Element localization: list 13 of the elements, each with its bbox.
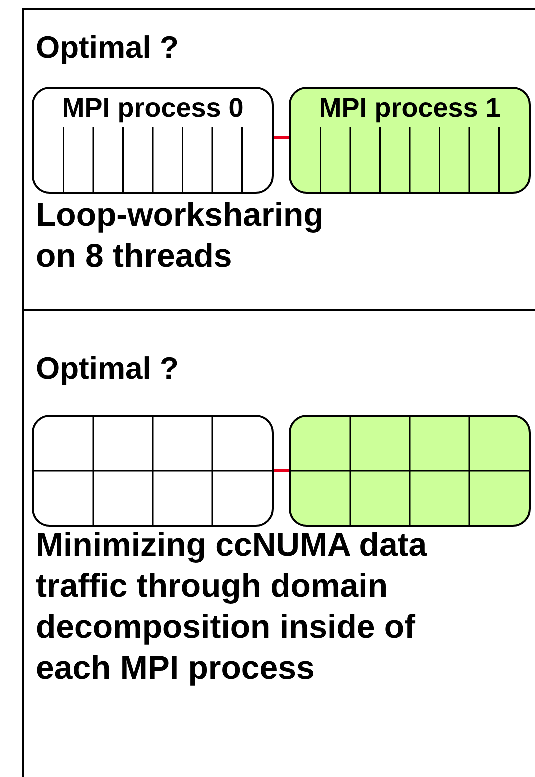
connector-line [274,470,289,472]
box-title: MPI process 1 [318,92,502,124]
panel-heading: Optimal ? [36,30,179,66]
box-title: MPI process 0 [61,92,245,124]
panel-caption: Loop-worksharing on 8 threads [36,195,325,276]
panel-caption: Minimizing ccNUMA data traffic through domain decomposition inside of each MPI process [36,525,428,688]
panel-heading: Optimal ? [36,351,179,387]
connector-line [274,136,289,139]
process-box [289,415,531,527]
panel [22,8,535,311]
process-box [289,87,531,194]
process-box [32,415,274,527]
process-box [32,87,274,194]
